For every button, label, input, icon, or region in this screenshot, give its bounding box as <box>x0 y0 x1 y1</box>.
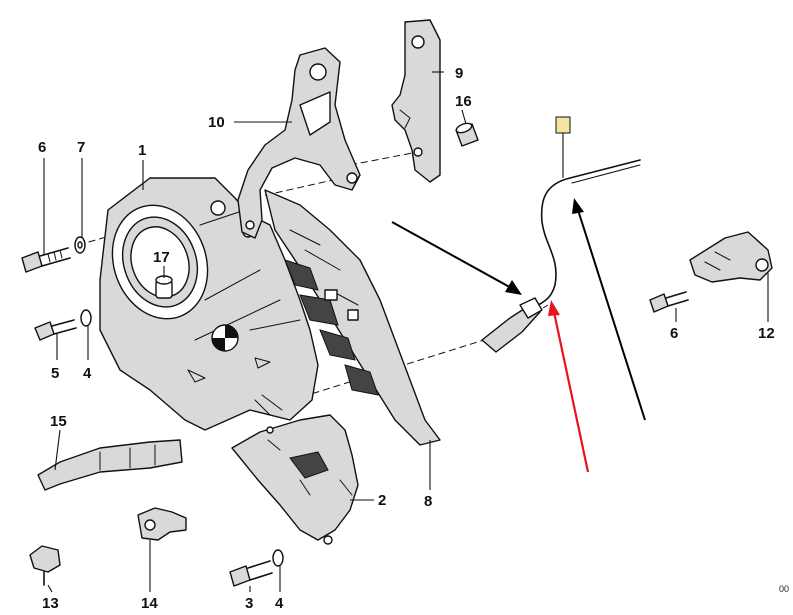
dowel-part-17 <box>155 266 173 299</box>
washer-part-4-bottom <box>272 549 284 567</box>
push-clip-part-13 <box>29 545 61 586</box>
label-part-17: 17 <box>153 249 170 266</box>
label-part-14: 14 <box>141 595 158 612</box>
label-part-13: 13 <box>42 595 59 612</box>
label-part-4-left: 4 <box>83 365 92 382</box>
label-part-2: 2 <box>378 492 386 509</box>
sensor-cable <box>481 117 641 353</box>
label-part-3: 3 <box>245 595 253 612</box>
bracket-part-10 <box>237 47 361 239</box>
bracket-part-12 <box>689 231 773 283</box>
label-part-1: 1 <box>138 142 146 159</box>
label-part-4-bottom: 4 <box>275 595 284 612</box>
part-labels: 6 7 1 10 9 16 17 5 4 6 12 15 8 2 13 14 3… <box>38 65 789 612</box>
corner-code: 00 <box>779 584 789 594</box>
bolt-part-5-left <box>34 319 77 341</box>
label-part-15: 15 <box>50 413 67 430</box>
timing-cover-part-1 <box>99 177 319 431</box>
lower-cover-part-2 <box>231 414 359 545</box>
label-part-12: 12 <box>758 325 775 342</box>
label-part-8: 8 <box>424 493 432 510</box>
plate-part-9 <box>391 19 441 183</box>
bushing-part-16 <box>455 122 479 147</box>
bolt-part-6-right <box>649 291 689 313</box>
label-part-6-right: 6 <box>670 325 678 342</box>
clamp-part-14 <box>137 507 187 541</box>
label-part-6-left: 6 <box>38 139 46 156</box>
clip-strip-part-15 <box>37 439 183 491</box>
label-part-5: 5 <box>51 365 59 382</box>
washer-part-7 <box>74 236 86 254</box>
label-part-7: 7 <box>77 139 85 156</box>
bolt-part-6-left <box>21 247 71 273</box>
annotation-arrows <box>391 198 646 473</box>
bolt-part-3 <box>229 560 273 587</box>
highlight-tag <box>555 116 571 134</box>
label-part-10: 10 <box>208 114 225 131</box>
timing-cover-part-8 <box>264 189 441 446</box>
leader-lines <box>43 71 769 593</box>
washer-part-4-left <box>80 309 92 327</box>
label-part-9: 9 <box>455 65 463 82</box>
label-part-16: 16 <box>455 93 472 110</box>
